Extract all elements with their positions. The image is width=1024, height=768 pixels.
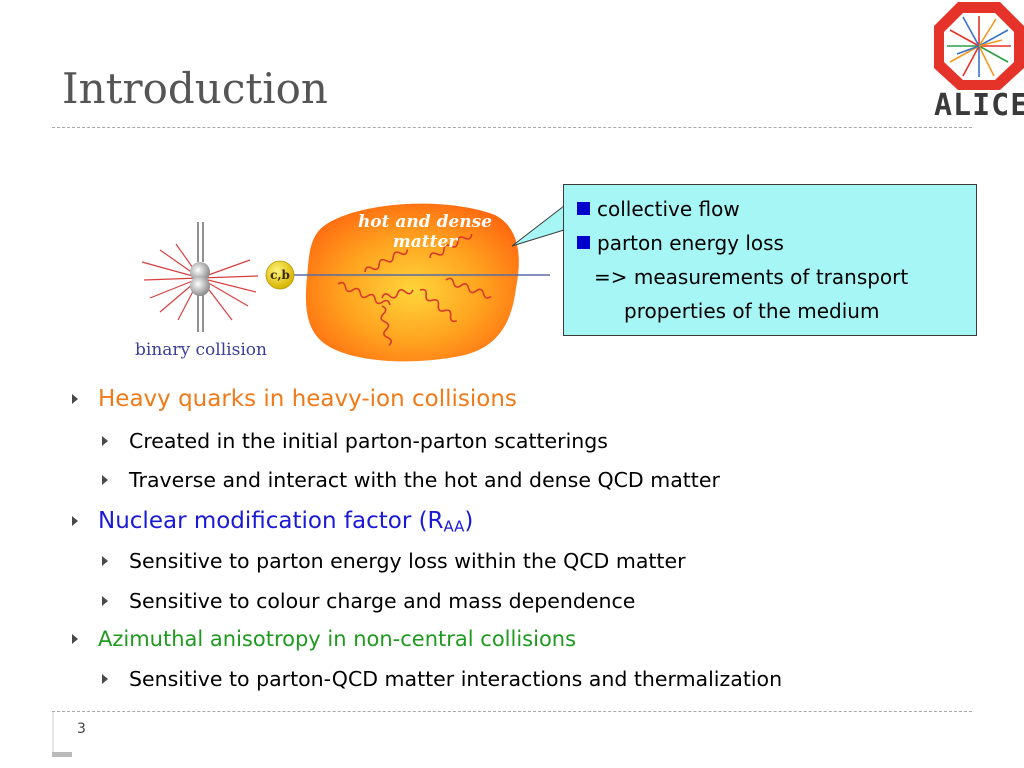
sub-bullet-colour-charge: Sensitive to colour charge and mass depe… <box>129 589 636 613</box>
matter-label: hot and dense matter <box>357 212 493 252</box>
bullet-arrow-icon <box>102 436 108 446</box>
alice-logo-text: ALICE <box>934 88 1024 123</box>
footer-bar <box>52 712 54 752</box>
footer-mark <box>52 752 72 757</box>
page-number: 3 <box>77 721 86 737</box>
bullet-arrow-icon <box>102 596 108 606</box>
bullet-arrow-icon <box>72 634 78 644</box>
callout-pointer <box>511 204 566 247</box>
callout-line: properties of the medium <box>624 299 880 323</box>
figure-caption: binary collision <box>135 340 267 360</box>
square-bullet-icon <box>577 236 590 249</box>
square-bullet-icon <box>577 202 590 215</box>
bullet-arrow-icon <box>72 394 78 404</box>
callout-box: collective flow parton energy loss => me… <box>563 184 977 336</box>
collision-illustration <box>141 203 550 362</box>
callout-item: parton energy loss <box>577 231 784 255</box>
bullet-azimuthal-anisotropy: Azimuthal anisotropy in non-central coll… <box>98 627 577 651</box>
sub-bullet-created: Created in the initial parton-parton sca… <box>129 429 608 453</box>
callout-line: => measurements of transport <box>594 265 909 289</box>
footer-divider <box>52 711 972 712</box>
bullet-heavy-quarks: Heavy quarks in heavy-ion collisions <box>98 386 517 412</box>
slide-title: Introduction <box>62 64 328 113</box>
bullet-nuclear-modification: Nuclear modification factor (RAA) <box>98 508 474 536</box>
bullet-arrow-icon <box>102 475 108 485</box>
sub-bullet-energy-loss: Sensitive to parton energy loss within t… <box>129 549 686 573</box>
title-divider <box>52 127 972 128</box>
sub-bullet-thermalization: Sensitive to parton-QCD matter interacti… <box>129 667 783 691</box>
bullet-arrow-icon <box>72 516 78 526</box>
quark-label: c,b <box>270 268 290 282</box>
alice-logo <box>934 2 1024 90</box>
bullet-arrow-icon <box>102 674 108 684</box>
sub-bullet-traverse: Traverse and interact with the hot and d… <box>129 468 720 492</box>
bullet-arrow-icon <box>102 556 108 566</box>
callout-item: collective flow <box>577 197 740 221</box>
